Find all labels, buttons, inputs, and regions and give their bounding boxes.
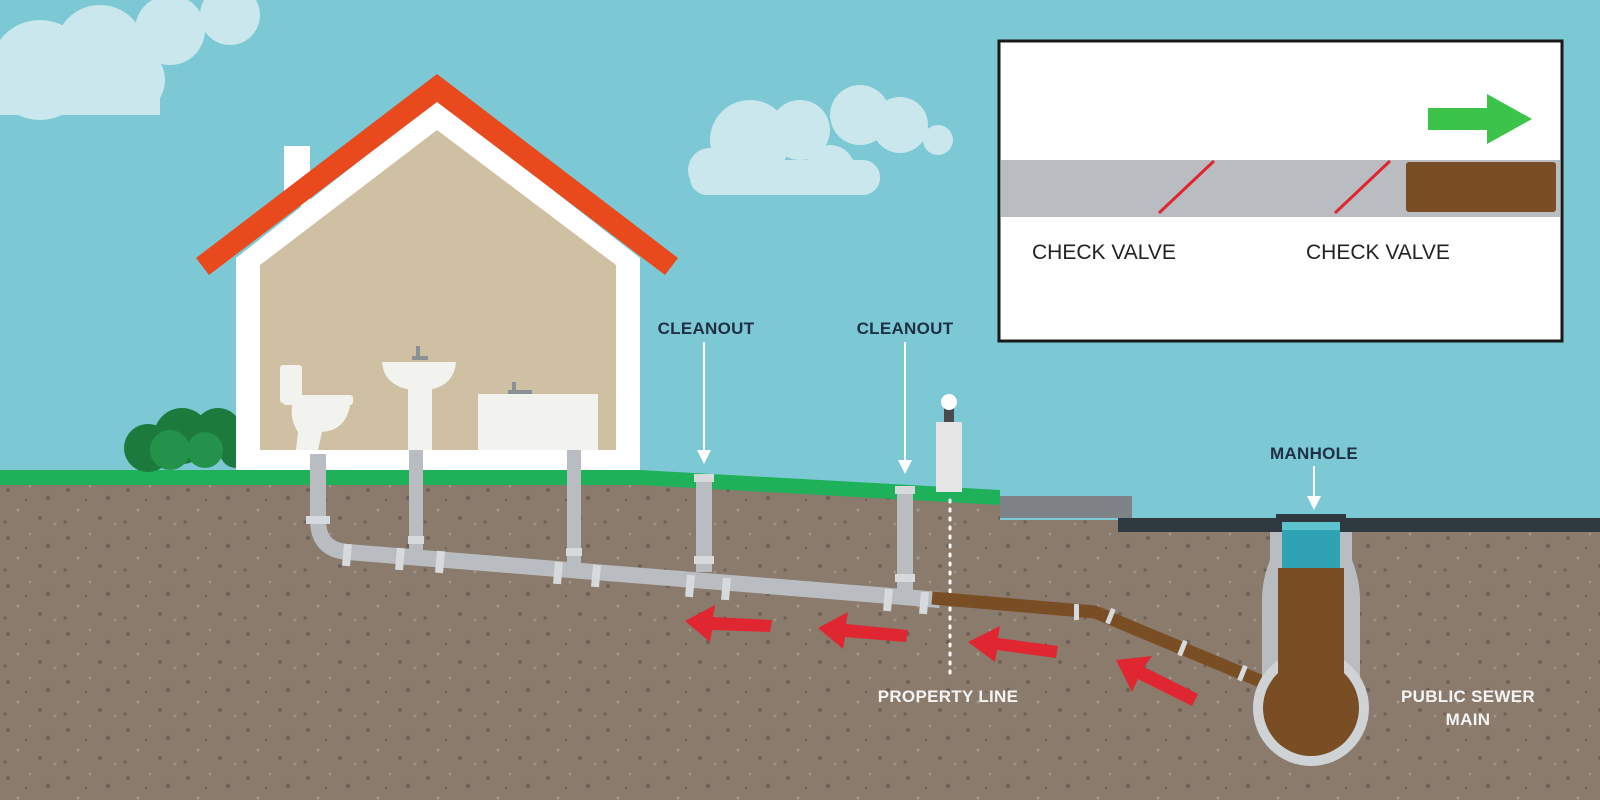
- check-valve-flap-2: [1333, 159, 1392, 215]
- cleanout-label-2: CLEANOUT: [857, 319, 954, 338]
- flow-arrow-icon: [818, 612, 908, 649]
- lamp-post-icon: [936, 394, 962, 492]
- manhole-label: MANHOLE: [1270, 444, 1358, 463]
- check-valve-inset: CHECK VALVE CHECK VALVE: [997, 39, 1564, 343]
- house-wall-inner: [260, 130, 616, 450]
- property-line-label: PROPERTY LINE: [878, 687, 1019, 706]
- cleanout-pointer: [898, 342, 912, 474]
- flow-arrow-icon: [1116, 656, 1198, 706]
- sewage-lateral-pipe: [931, 591, 1285, 696]
- manhole-pointer: [1307, 466, 1321, 510]
- bush-icon: [124, 408, 252, 472]
- inset-flow-arrow-icon: [1428, 94, 1532, 144]
- flow-arrow-icon: [685, 605, 772, 642]
- road-surface: [1118, 518, 1600, 532]
- flow-arrow-icon: [968, 626, 1058, 662]
- toilet-icon: [280, 365, 353, 450]
- bathtub-icon: [478, 382, 598, 450]
- pipe-couplings: [306, 474, 929, 615]
- manhole-cover: [1276, 514, 1346, 522]
- cloud-icon: [688, 85, 953, 195]
- cleanout-pointer: [697, 342, 711, 464]
- check-valve-label-1: CHECK VALVE: [1032, 241, 1176, 264]
- inset-sewage: [1406, 162, 1556, 212]
- check-valve-flap-1: [1157, 159, 1216, 215]
- cleanout-label-1: CLEANOUT: [658, 319, 755, 338]
- lateral-couplings: [1074, 604, 1248, 682]
- sidewalk: [1000, 496, 1132, 518]
- cloud-icon: [0, 0, 260, 120]
- sewer-main-label-line1: PUBLIC SEWER: [1401, 687, 1535, 706]
- house: [196, 74, 678, 470]
- sink-icon: [382, 346, 456, 450]
- check-valve-label-2: CHECK VALVE: [1306, 241, 1450, 264]
- manhole: [1253, 520, 1369, 766]
- sewer-main-label-line2: MAIN: [1446, 710, 1491, 729]
